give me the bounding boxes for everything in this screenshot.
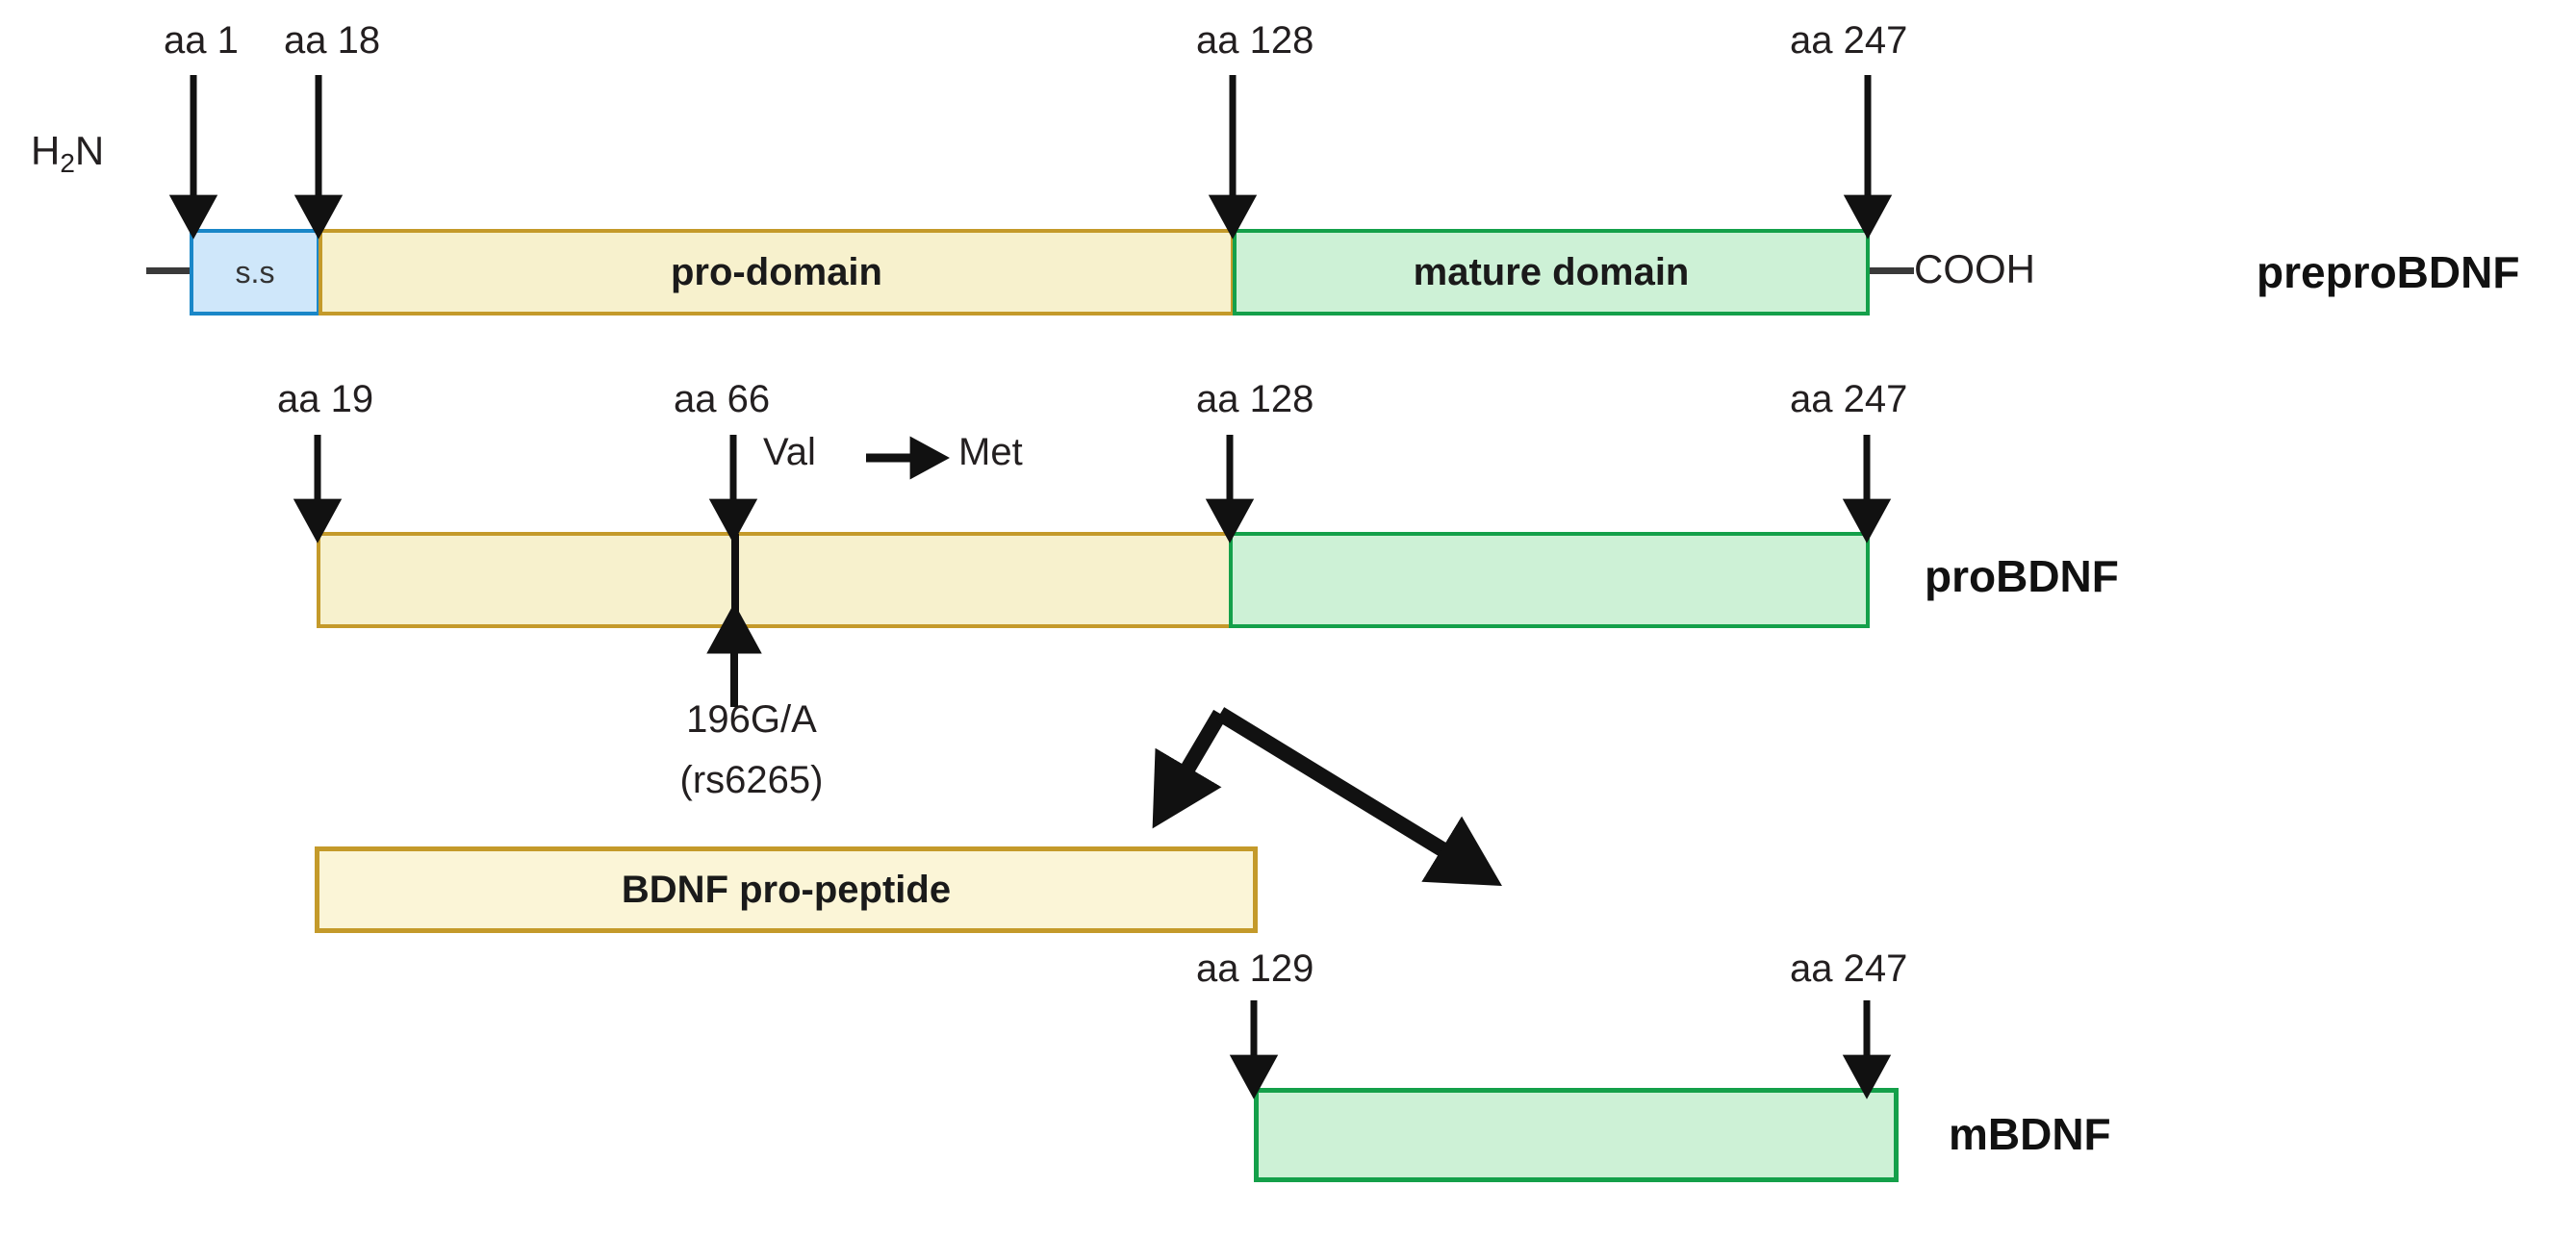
- protein-name-preprobdnf: preproBDNF: [2257, 247, 2520, 297]
- snp-label-line1: 196G/A: [686, 698, 817, 741]
- protein-name-mbdnf: mBDNF: [1949, 1109, 2111, 1159]
- marker-label-aa247-row2: aa 247: [1790, 378, 1908, 420]
- marker-label-aa128-row1: aa 128: [1196, 19, 1314, 62]
- n-terminus-n: N: [74, 128, 105, 173]
- mutation-to-label: Met: [958, 431, 1023, 473]
- marker-label-aa129: aa 129: [1196, 947, 1314, 990]
- val66met-site-tick: [731, 534, 739, 626]
- probdnf-mature-domain: [1229, 532, 1870, 628]
- segment-signal-peptide-label: s.s: [235, 254, 275, 290]
- marker-label-aa247-row1: aa 247: [1790, 19, 1908, 62]
- segment-signal-peptide: s.s: [190, 229, 320, 316]
- n-terminus-subscript: 2: [60, 148, 75, 178]
- marker-label-aa18: aa 18: [284, 19, 381, 62]
- bdnf-pro-peptide-box: BDNF pro-peptide: [315, 846, 1258, 933]
- mbdnf-box: [1254, 1088, 1899, 1182]
- c-terminus-label: COOH: [1914, 246, 2035, 291]
- mutation-from-label: Val: [763, 431, 816, 473]
- segment-pro-domain: pro-domain: [319, 229, 1235, 316]
- n-terminus-connector: [146, 267, 192, 274]
- segment-mature-domain-label: mature domain: [1413, 250, 1690, 293]
- marker-label-aa1: aa 1: [164, 19, 239, 62]
- bdnf-pro-peptide-label: BDNF pro-peptide: [621, 868, 952, 911]
- segment-mature-domain: mature domain: [1233, 229, 1870, 316]
- protein-name-probdnf: proBDNF: [1925, 551, 2119, 601]
- snp-label-line2: (rs6265): [679, 759, 824, 801]
- n-terminus-label: H2N: [31, 128, 105, 178]
- probdnf-pro-domain: [317, 532, 1233, 628]
- cleavage-arrow-left: [1152, 709, 1227, 829]
- segment-pro-domain-label: pro-domain: [671, 250, 882, 293]
- marker-label-aa19: aa 19: [277, 378, 374, 420]
- marker-label-aa128-row2: aa 128: [1196, 378, 1314, 420]
- n-terminus-h: H: [31, 128, 61, 173]
- marker-label-aa247-row4: aa 247: [1790, 947, 1908, 990]
- marker-label-aa66: aa 66: [674, 378, 771, 420]
- c-terminus-connector: [1870, 267, 1914, 274]
- cleavage-arrow-right: [1215, 707, 1502, 887]
